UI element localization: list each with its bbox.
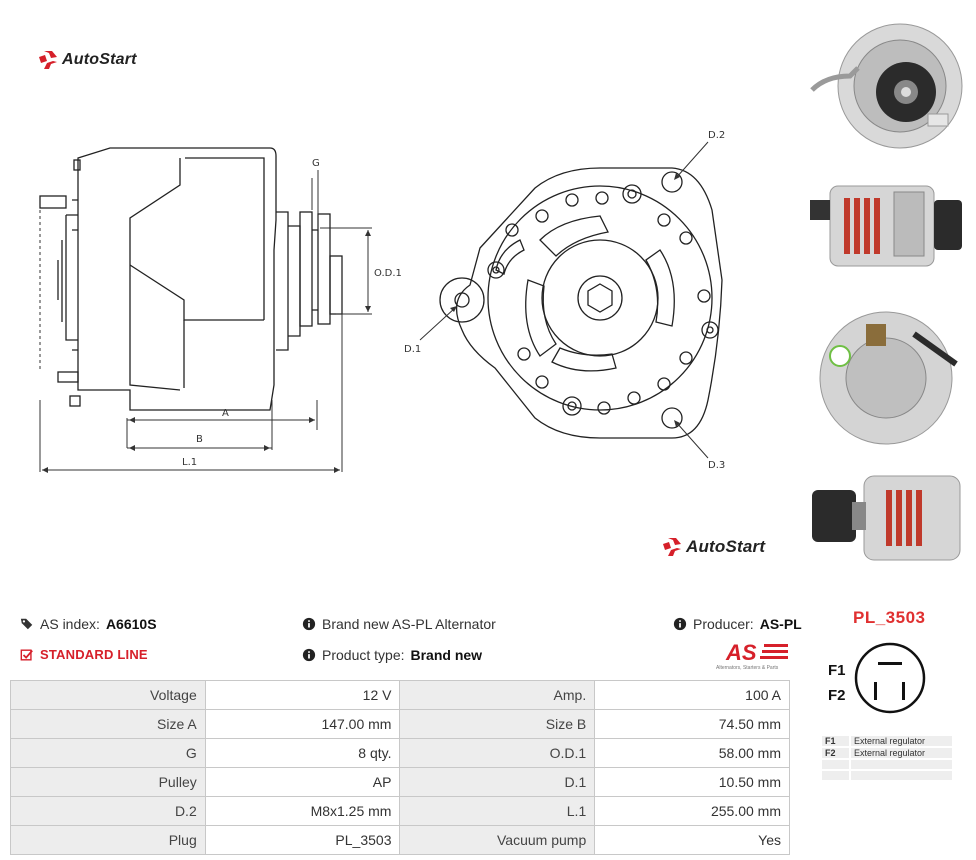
pin-desc: External regulator <box>850 736 952 748</box>
standard-line: STANDARD LINE <box>20 647 148 662</box>
spec-label: Size B <box>399 709 596 739</box>
tags-icon <box>20 618 33 630</box>
label-d3: D.3 <box>708 460 725 471</box>
spec-value: 255.00 mm <box>594 796 790 826</box>
plug-pin-row <box>822 770 952 782</box>
label-g: G <box>312 158 320 169</box>
brand-logo-bottom: AutoStart <box>662 537 765 557</box>
product-photo-front <box>810 23 963 149</box>
producer-value: AS-PL <box>759 616 802 632</box>
spec-label: Vacuum pump <box>399 825 596 855</box>
pin-desc: External regulator <box>850 747 952 760</box>
plug-pin-row <box>822 759 952 771</box>
spec-label: L.1 <box>399 796 596 826</box>
spec-value: Yes <box>594 825 790 855</box>
spec-value: 8 qty. <box>204 738 401 768</box>
pin-desc <box>850 759 952 771</box>
product-photo-rear <box>819 311 958 445</box>
aspl-logo-text: AS <box>725 640 757 664</box>
spec-label: Size A <box>10 709 206 739</box>
spec-value: PL_3503 <box>204 825 401 855</box>
spec-label: D.1 <box>399 767 596 797</box>
product-type-value: Brand new <box>410 647 483 663</box>
pin-id <box>822 770 851 782</box>
as-index-label: AS index: <box>40 616 100 632</box>
spec-value: 147.00 mm <box>204 709 401 739</box>
plug-diagram: F1 F2 <box>828 642 926 714</box>
info-icon <box>673 617 687 631</box>
label-d1: D.1 <box>404 344 421 355</box>
brand-logo-top: AutoStart <box>38 50 137 70</box>
as-index: AS index: A6610S <box>20 616 157 632</box>
label-a: A <box>222 408 229 419</box>
plug-pin-label-1: F1 <box>828 662 846 679</box>
pin-id: F2 <box>822 747 851 760</box>
product-type-label: Product type: <box>322 647 405 663</box>
spec-label: Amp. <box>399 680 596 710</box>
plug-pin-label-2: F2 <box>828 687 846 704</box>
spec-label: O.D.1 <box>399 738 596 768</box>
brand-new-note: Brand new AS-PL Alternator <box>302 616 496 632</box>
autostart-logo-icon <box>663 538 681 556</box>
product-type: Product type: Brand new <box>302 647 482 663</box>
spec-label: Voltage <box>10 680 206 710</box>
aspl-logo: AS Alternators, Starters & Parts <box>716 640 792 672</box>
brand-logo-text: AutoStart <box>62 51 137 68</box>
producer: Producer: AS-PL <box>673 616 802 632</box>
pin-id: F1 <box>822 736 851 748</box>
brand-logo-text: AutoStart <box>686 537 766 556</box>
aspl-tagline: Alternators, Starters & Parts <box>716 665 779 671</box>
aspl-logo-mark: AS <box>725 640 788 665</box>
spec-value: M8x1.25 mm <box>204 796 401 826</box>
spec-label: Pulley <box>10 767 206 797</box>
spec-value: 74.50 mm <box>594 709 790 739</box>
info-icon <box>302 617 316 631</box>
spec-label: Plug <box>10 825 206 855</box>
spec-value: 10.50 mm <box>594 767 790 797</box>
label-d2: D.2 <box>708 130 725 141</box>
standard-line-label: STANDARD LINE <box>40 647 148 662</box>
label-b: B <box>196 434 203 445</box>
producer-label: Producer: <box>693 616 754 632</box>
product-photo-side-2 <box>812 475 961 561</box>
technical-drawing: G O.D.1 A B L.1 D.2 D <box>39 130 725 473</box>
spec-value: 58.00 mm <box>594 738 790 768</box>
spec-label: D.2 <box>10 796 206 826</box>
label-l1: L.1 <box>182 457 197 468</box>
spec-value: AP <box>204 767 401 797</box>
info-icon <box>302 648 316 662</box>
check-square-icon <box>20 648 33 661</box>
spec-value: 12 V <box>204 680 401 710</box>
product-photo-side <box>810 185 962 267</box>
as-index-value: A6610S <box>105 616 157 632</box>
brand-new-text: Brand new AS-PL Alternator <box>322 616 496 632</box>
pin-desc <box>850 770 952 782</box>
label-od1: O.D.1 <box>374 268 402 279</box>
spec-label: G <box>10 738 206 768</box>
autostart-logo-icon <box>39 51 57 69</box>
spec-value: 100 A <box>594 680 790 710</box>
pin-id <box>822 759 851 771</box>
plug-code: PL_3503 <box>853 608 926 627</box>
